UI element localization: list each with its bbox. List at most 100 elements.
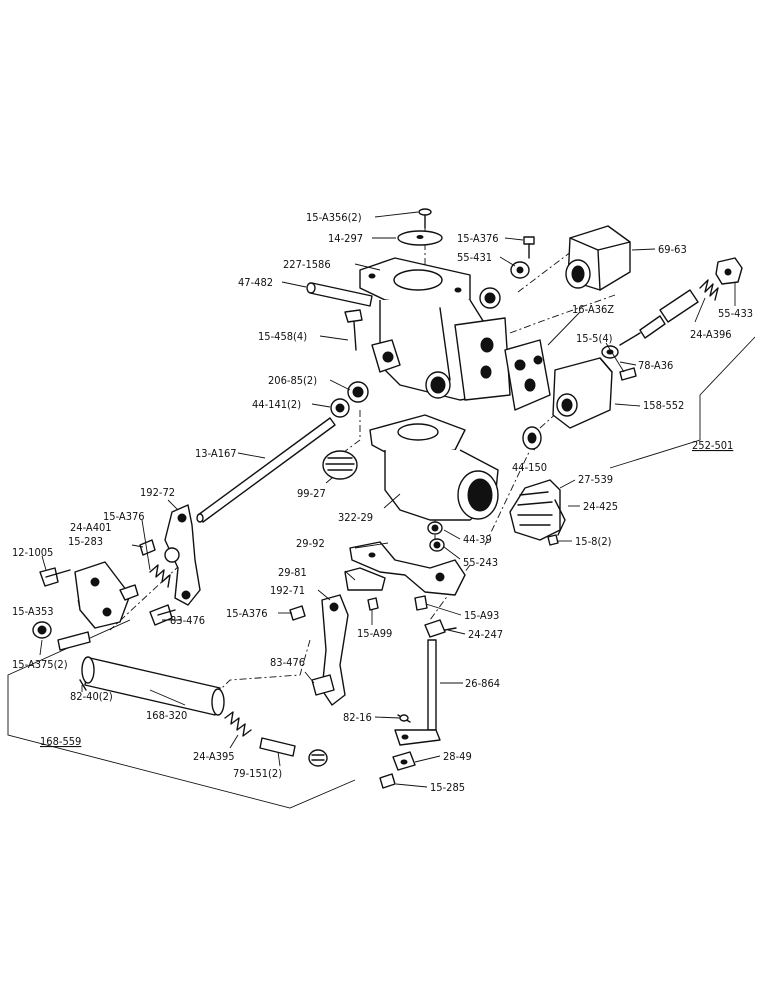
spring-24-a396	[699, 279, 719, 301]
centerline	[209, 639, 311, 701]
label-28-49: 28-49	[443, 750, 472, 763]
label-44-150: 44-150	[512, 461, 547, 474]
label-83-476-top: 83-476	[170, 614, 205, 627]
adjust-screw-83-476-bottom	[311, 674, 335, 696]
label-15-458: 15-458(4)	[258, 330, 307, 343]
label-322-29: 322-29	[338, 511, 373, 524]
plug-99-27	[322, 450, 358, 480]
label-24-425: 24-425	[583, 500, 618, 513]
screw-15-285	[379, 773, 396, 789]
throttle-body-227-1586	[359, 257, 511, 401]
washer-78-a36	[601, 345, 619, 359]
label-227-1586: 227-1586	[283, 258, 331, 271]
label-26-864: 26-864	[465, 677, 500, 690]
label-15-a99: 15-A99	[357, 627, 392, 640]
label-168-559: 168-559	[40, 735, 81, 748]
screw-15-a376-top	[523, 236, 535, 259]
label-192-71: 192-71	[270, 584, 305, 597]
screw-15-5	[619, 367, 637, 381]
plug-15-a375	[32, 621, 52, 639]
pin-79-151	[259, 737, 296, 757]
screw-15-a99	[367, 597, 379, 611]
centerline	[509, 294, 616, 334]
label-206-85: 206-85(2)	[268, 374, 317, 387]
link-26-864	[394, 639, 441, 746]
label-29-81: 29-81	[278, 566, 307, 579]
label-55-431: 55-431	[457, 251, 492, 264]
label-16-a362: 16-A36Z	[572, 303, 614, 316]
label-15-a375: 15-A375(2)	[12, 658, 68, 671]
label-15-a356: 15-A356(2)	[306, 211, 362, 224]
label-24-a401: 24-A401	[70, 521, 112, 534]
swivel-28-49	[392, 751, 416, 771]
label-78-a36: 78-A36	[638, 359, 673, 372]
plug-end	[308, 749, 328, 767]
centerline	[539, 409, 561, 429]
leader-lines	[39, 211, 736, 788]
label-15-a353: 15-A353	[12, 605, 54, 618]
screw-15-a376-left	[139, 539, 156, 556]
lever-192-72	[164, 504, 201, 606]
part-labels: 15-A356(2) 14-297 15-A376 69-63 227-1586…	[12, 211, 753, 794]
label-14-297: 14-297	[328, 232, 363, 245]
bushing	[479, 287, 501, 309]
label-15-283: 15-283	[68, 535, 103, 548]
label-55-243: 55-243	[463, 556, 498, 569]
gasket-16-a362	[504, 339, 551, 411]
label-99-27: 99-27	[297, 487, 326, 500]
label-15-8: 15-8(2)	[575, 535, 612, 548]
label-44-141: 44-141(2)	[252, 398, 301, 411]
screw-15-283-small	[119, 584, 139, 601]
bushing-206-85	[347, 381, 369, 403]
centerline	[484, 449, 531, 546]
label-69-63: 69-63	[658, 243, 687, 256]
needle-valve	[619, 289, 699, 346]
label-44-39: 44-39	[463, 533, 492, 546]
needle-seat-44-39	[427, 521, 443, 535]
label-15-5: 15-5(4)	[576, 332, 613, 345]
screw-15-8	[547, 534, 559, 546]
label-82-16: 82-16	[343, 711, 372, 724]
label-15-a93: 15-A93	[464, 609, 499, 622]
label-15-a376-top: 15-A376	[457, 232, 499, 245]
spring-24-a401	[149, 564, 171, 588]
label-12-1005: 12-1005	[12, 546, 53, 559]
group-252-501-bracket	[609, 336, 756, 469]
pin-82-40	[79, 679, 87, 691]
label-55-433: 55-433	[718, 307, 753, 320]
spring-24-247	[424, 619, 457, 638]
tube-168-320	[81, 656, 225, 716]
label-82-40: 82-40(2)	[70, 690, 113, 703]
label-13-a167: 13-A167	[195, 447, 237, 460]
bracket-29-81	[344, 567, 386, 591]
label-158-552: 158-552	[643, 399, 684, 412]
label-15-a376-left: 15-A376	[103, 510, 145, 523]
group-168-559-bracket	[7, 619, 356, 809]
screw-15-a376-mid	[289, 605, 306, 621]
label-79-151: 79-151(2)	[233, 767, 282, 780]
label-24-247: 24-247	[468, 628, 503, 641]
label-47-482: 47-482	[238, 276, 273, 289]
label-24-a396: 24-A396	[690, 328, 732, 341]
bracket-29-92	[349, 541, 466, 596]
label-24-a395: 24-A395	[193, 750, 235, 763]
screw-15-a93	[414, 595, 428, 611]
label-29-92: 29-92	[296, 537, 325, 550]
shaft-47-482	[306, 282, 373, 307]
label-83-476-bottom: 83-476	[270, 656, 305, 669]
screw-15-a356	[418, 208, 432, 229]
label-15-a376-mid: 15-A376	[226, 607, 268, 620]
label-15-285: 15-285	[430, 781, 465, 794]
bushing-44-141	[330, 398, 350, 418]
throttle-shaft-13-a167	[196, 417, 336, 523]
label-192-72: 192-72	[140, 486, 175, 499]
elbow-69-63	[565, 225, 631, 291]
fuel-inlet-158-552	[552, 357, 613, 429]
float-27-539	[509, 479, 566, 541]
label-168-320: 168-320	[146, 709, 187, 722]
centerline	[339, 410, 361, 456]
screw-15-458	[344, 309, 363, 351]
screw-12-1005	[39, 567, 71, 587]
